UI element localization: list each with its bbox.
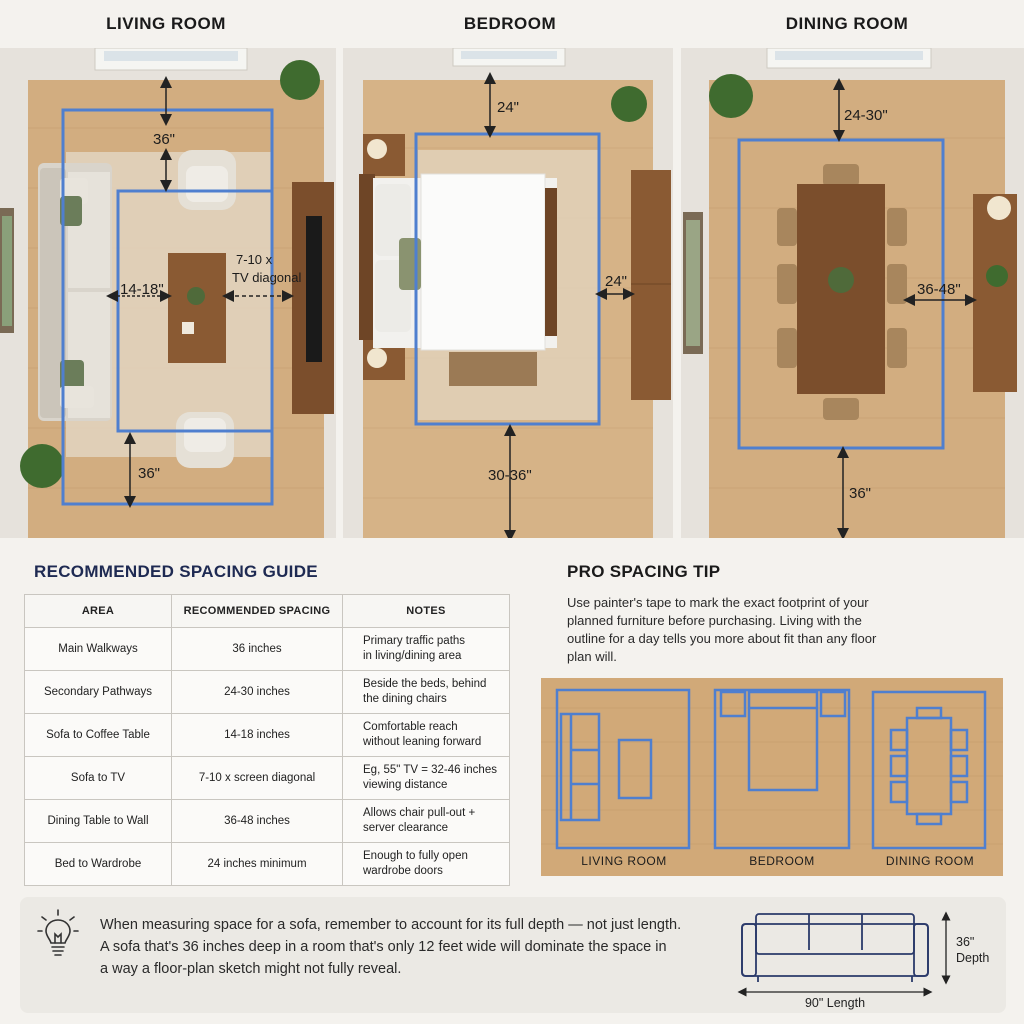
living-tv-distance-line1: 7-10 x — [236, 252, 273, 267]
sofa-depth-label: Depth — [956, 951, 989, 965]
row-area: Sofa to TV — [24, 756, 172, 800]
row-notes: Allows chair pull-out +server clearance — [342, 799, 510, 843]
header-spacing: RECOMMENDED SPACING — [171, 594, 343, 628]
sofa-depth-note: When measuring space for a sofa, remembe… — [100, 914, 700, 980]
sofa-note-line2: A sofa that's 36 inches deep in a room t… — [100, 939, 667, 955]
header-area: AREA — [24, 594, 172, 628]
row-area: Sofa to Coffee Table — [24, 713, 172, 757]
bedroom-bottom-clearance: 30-36" — [488, 467, 532, 484]
row-area: Secondary Pathways — [24, 670, 172, 714]
row-spacing: 14-18 inches — [171, 713, 343, 757]
table-row: Main Walkways 36 inches Primary traffic … — [24, 627, 510, 671]
dining-room-plan: 24-30" 36-48" 36" — [681, 48, 1024, 538]
living-top-clearance: 36" — [153, 131, 175, 148]
bedroom-side-clearance: 24" — [605, 273, 627, 290]
row-spacing: 24 inches minimum — [171, 842, 343, 886]
sofa-dimension-diagram: 36" Depth 90" Length — [736, 906, 1000, 1014]
tape-outline-plans: LIVING ROOM BEDROOM DINING ROOM — [541, 678, 1003, 876]
bedroom-plan: 24" 24" 30-36" — [343, 48, 673, 538]
bedroom-top-clearance: 24" — [497, 99, 519, 116]
dining-side-clearance: 36-48" — [917, 281, 961, 298]
spacing-guide-table: AREA RECOMMENDED SPACING NOTES Main Walk… — [24, 594, 510, 886]
living-tv-distance-line2: TV diagonal — [232, 270, 301, 285]
living-coffee-clearance: 14-18" — [120, 281, 164, 298]
mini-dining-label: DINING ROOM — [886, 854, 974, 868]
table-row: Sofa to TV 7-10 x screen diagonal Eg, 55… — [24, 756, 510, 800]
table-row: Sofa to Coffee Table 14-18 inches Comfor… — [24, 713, 510, 757]
sofa-note-line1: When measuring space for a sofa, remembe… — [100, 917, 682, 933]
row-spacing: 36-48 inches — [171, 799, 343, 843]
pro-tip-title: PRO SPACING TIP — [567, 562, 721, 581]
row-area: Bed to Wardrobe — [24, 842, 172, 886]
table-header-row: AREA RECOMMENDED SPACING NOTES — [24, 594, 510, 628]
row-area: Main Walkways — [24, 627, 172, 671]
living-room-title: LIVING ROOM — [106, 14, 226, 33]
pro-tip-text: Use painter's tape to mark the exact foo… — [567, 595, 877, 664]
sofa-note-line3: a way a floor-plan sketch might not full… — [100, 961, 402, 977]
table-row: Secondary Pathways 24-30 inches Beside t… — [24, 670, 510, 714]
row-spacing: 36 inches — [171, 627, 343, 671]
dining-bottom-clearance: 36" — [849, 485, 871, 502]
sofa-depth-value: 36" — [956, 935, 974, 949]
dining-top-clearance: 24-30" — [844, 107, 888, 124]
mini-bedroom-label: BEDROOM — [749, 854, 815, 868]
mini-living-label: LIVING ROOM — [581, 854, 667, 868]
row-spacing: 7-10 x screen diagonal — [171, 756, 343, 800]
spacing-guide-title: RECOMMENDED SPACING GUIDE — [34, 562, 318, 581]
table-row: Dining Table to Wall 36-48 inches Allows… — [24, 799, 510, 843]
sofa-length-label: 90" Length — [805, 996, 865, 1010]
row-spacing: 24-30 inches — [171, 670, 343, 714]
header-notes: NOTES — [342, 594, 510, 628]
dining-room-title: DINING ROOM — [785, 14, 909, 33]
lightbulb-icon — [36, 908, 80, 958]
living-room-plan: 36" 14-18" 7-10 x TV diagonal 36" — [0, 48, 336, 538]
living-bottom-clearance: 36" — [138, 465, 160, 482]
row-area: Dining Table to Wall — [24, 799, 172, 843]
table-row: Bed to Wardrobe 24 inches minimum Enough… — [24, 842, 510, 886]
bedroom-title: BEDROOM — [463, 14, 557, 33]
